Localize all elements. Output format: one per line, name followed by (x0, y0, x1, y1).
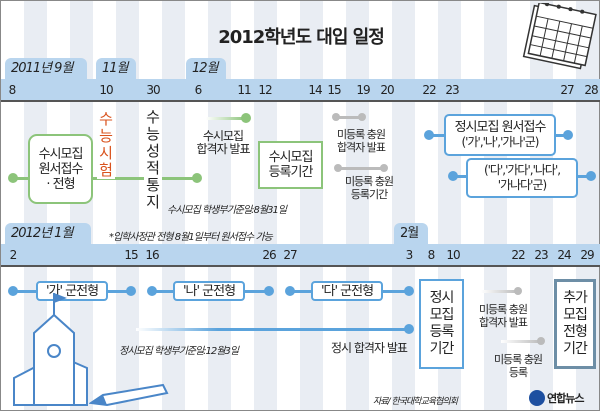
timeline-dot (8, 173, 18, 183)
yonhap-logo: 연합뉴스 (529, 390, 584, 406)
month-tab-11: 11월 (96, 58, 136, 79)
day: 6 (194, 83, 203, 97)
pencil-illustration (89, 383, 169, 407)
day: 15 (124, 248, 138, 262)
day: 30 (146, 83, 160, 97)
timeline-dot (448, 171, 458, 181)
susi-apply-box: 수시모집 원서접수 · 전형 (28, 134, 93, 204)
date-bar-2: 2 15 16 26 27 3 8 10 22 23 24 29 (1, 244, 600, 267)
day: 16 (145, 248, 159, 262)
timeline-dot (404, 324, 414, 334)
timeline-dot (192, 173, 202, 183)
timeline-dot (264, 286, 274, 296)
timeline-dot (358, 113, 366, 121)
timeline-dot (241, 113, 251, 123)
na-group-box: '나' 군전형 (173, 281, 245, 301)
timeline-dot (563, 130, 573, 140)
calendar-icon (522, 3, 597, 70)
jeongsi-apply-box-2: ('다','가다','나다','가나다'군) (466, 158, 578, 198)
timeline-dot (514, 287, 522, 295)
day: 2 (9, 248, 18, 262)
page-title: 2012학년도 대입 일정 (218, 27, 385, 48)
day: 10 (99, 83, 113, 97)
day: 22 (511, 248, 525, 262)
day: 15 (327, 83, 341, 97)
day: 3 (405, 248, 414, 262)
da-group-box: '다' 군전형 (311, 281, 383, 301)
month-tab-2012-01: 2012년 1월 (5, 223, 91, 244)
admission-officer-note: *입학사정관 전형 8월1일부터 원서접수 가능 (109, 232, 273, 243)
day: 23 (534, 248, 548, 262)
day: 23 (445, 83, 459, 97)
school-building-illustration (13, 293, 88, 406)
timeline-dot (586, 171, 596, 181)
timeline-dot (424, 130, 434, 140)
susi-pass-line (206, 117, 246, 120)
timeline-dot (285, 286, 295, 296)
day: 10 (446, 248, 460, 262)
timeline-dot (332, 113, 340, 121)
yonhap-logo-text: 연합뉴스 (547, 392, 584, 405)
day: 22 (422, 83, 436, 97)
month-tab-02: 2월 (394, 223, 428, 244)
extra-pass-line (481, 290, 518, 293)
jeongsi-record-date: 정시모집 학생부기준일:12월3일 (119, 346, 239, 357)
timeline-dot (334, 164, 342, 172)
extra-register-line (338, 167, 384, 170)
day: 27 (283, 248, 297, 262)
extra-pass-line (336, 116, 362, 119)
timeline-dot (537, 337, 545, 345)
day: 20 (380, 83, 394, 97)
jeongsi-apply-box-1: 정시모집 원서접수('가','나','가나'군) (444, 114, 556, 156)
source-label: 자료/ 한국대학교육협의회 (373, 397, 458, 407)
timeline-dot (147, 286, 157, 296)
day: 24 (557, 248, 571, 262)
day: 11 (237, 83, 251, 97)
day: 29 (580, 248, 594, 262)
label: · 전형 (46, 176, 75, 192)
day: 8 (8, 83, 17, 97)
date-bar-1: 8 10 30 6 11 12 14 15 19 20 22 23 27 28 (1, 79, 600, 102)
timeline-dot (404, 286, 414, 296)
yonhap-logo-icon (529, 390, 545, 406)
month-tab-12: 12월 (186, 58, 226, 79)
day: 27 (560, 83, 574, 97)
extra-register-line (501, 340, 541, 343)
timeline-dot (380, 164, 388, 172)
timeline-dot (126, 286, 136, 296)
day: 19 (356, 83, 370, 97)
day: 12 (258, 83, 272, 97)
label: 수시모집 (38, 146, 84, 162)
timeline-dot (8, 286, 18, 296)
day: 14 (308, 83, 322, 97)
jeongsi-pass-line (136, 328, 409, 331)
month-tab-2011-09: 2011년 9월 (5, 58, 87, 79)
day: 8 (427, 248, 436, 262)
day: 28 (584, 83, 598, 97)
jeongsi-pass-label: 정시 합격자 발표 (331, 341, 408, 355)
susi-record-date: 수시모집 학생부기준일:8월31일 (167, 205, 287, 216)
day: 26 (262, 248, 276, 262)
label: 원서접수 (38, 161, 84, 177)
